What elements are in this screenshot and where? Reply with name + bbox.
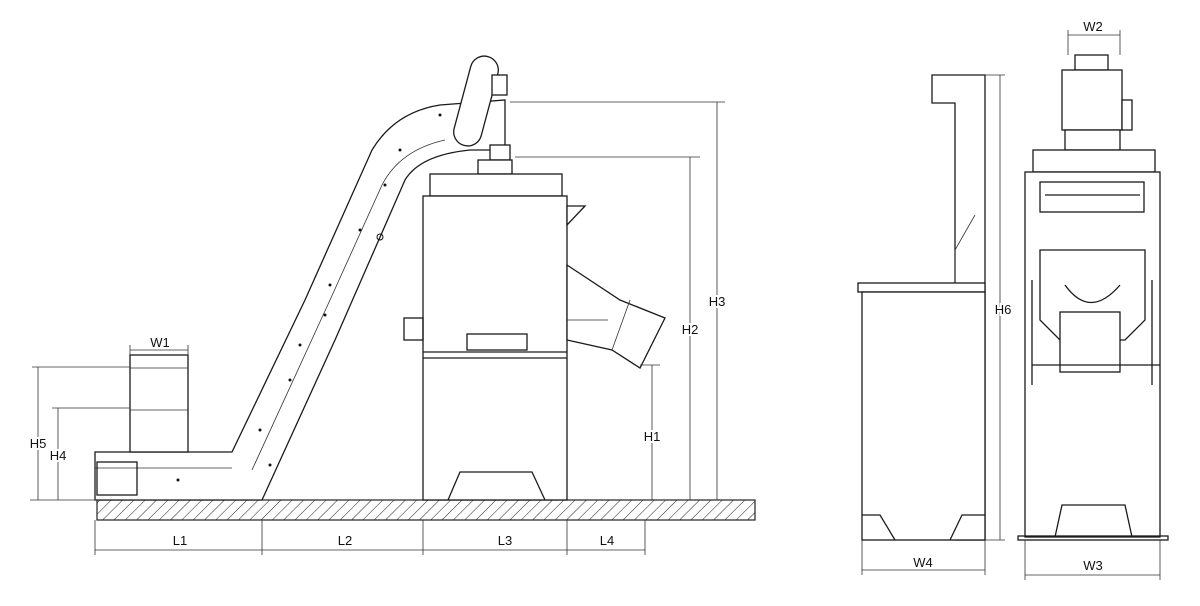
label-l1: L1 bbox=[173, 533, 187, 548]
front-view-motor bbox=[1061, 69, 1123, 131]
label-w4: W4 bbox=[913, 555, 933, 570]
label-h3: H3 bbox=[709, 294, 726, 309]
w1-hopper bbox=[129, 354, 189, 453]
label-w1: W1 bbox=[150, 335, 170, 350]
label-h1: H1 bbox=[644, 429, 661, 444]
side-view-conveyor-machine bbox=[94, 55, 756, 521]
end-view-conveyor bbox=[857, 74, 1005, 575]
label-w3: W3 bbox=[1083, 558, 1103, 573]
front-view-machine bbox=[1017, 30, 1169, 580]
label-h5: H5 bbox=[30, 436, 47, 451]
label-l3: L3 bbox=[498, 533, 512, 548]
discharge-chute bbox=[566, 263, 666, 369]
drive-motor bbox=[453, 55, 499, 147]
end-view-cabinet bbox=[861, 291, 986, 541]
left-dimensions bbox=[30, 101, 725, 555]
ground-hatch bbox=[96, 499, 756, 521]
label-w2: W2 bbox=[1083, 19, 1103, 34]
label-h2: H2 bbox=[682, 322, 699, 337]
right-dimension-labels: H6 W4 W3 W2 bbox=[913, 19, 1103, 573]
left-dimension-labels: L1 L2 L3 L4 W1 H5 H4 H1 H2 H3 bbox=[28, 292, 728, 548]
label-h4: H4 bbox=[50, 448, 67, 463]
machine-neck bbox=[477, 159, 513, 175]
machine-cap bbox=[429, 173, 563, 197]
label-h6: H6 bbox=[995, 302, 1012, 317]
machine-body bbox=[422, 195, 568, 501]
label-l2: L2 bbox=[338, 533, 352, 548]
conveyor-rivets bbox=[176, 113, 462, 482]
label-l4: L4 bbox=[600, 533, 614, 548]
